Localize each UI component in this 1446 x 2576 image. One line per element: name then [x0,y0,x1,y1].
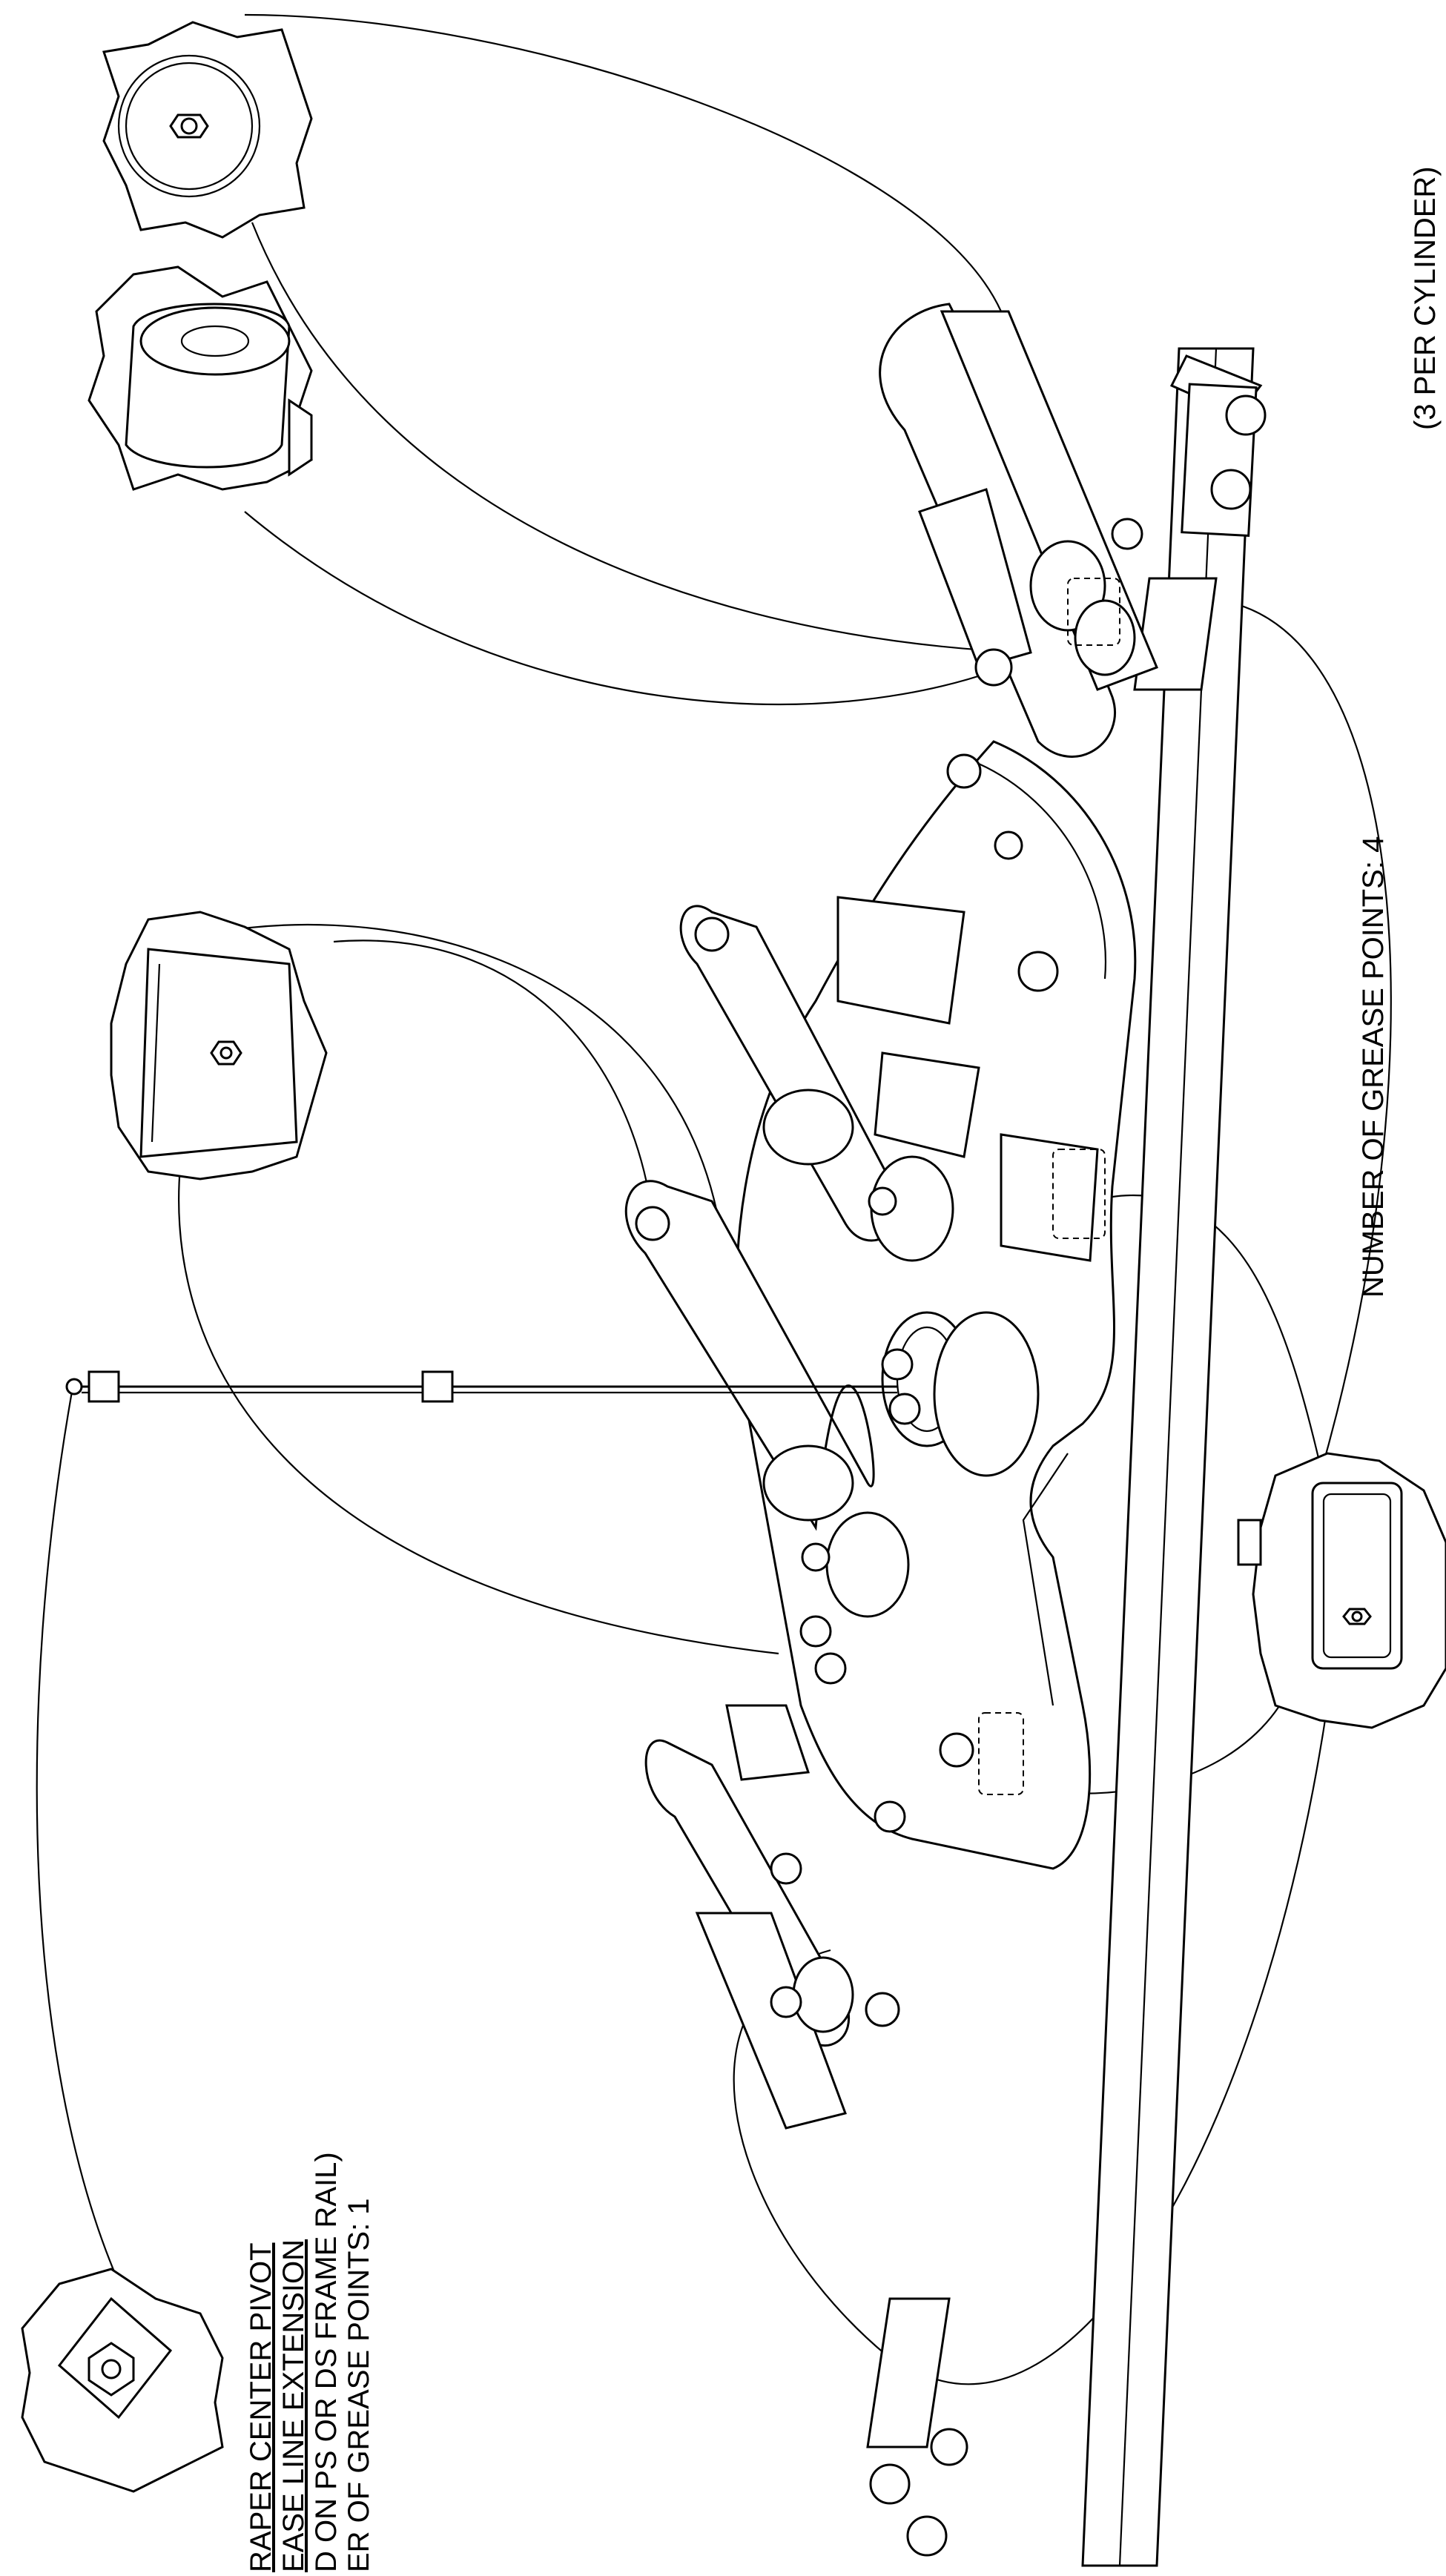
cylinder-barrel-detail [88,265,313,491]
callout-top-right-line2: (3 PER CYLINDER) [1409,166,1442,430]
callout-bottom-left: RAPER CENTER PIVOT EASE LINE EXTENSION D… [245,2127,393,2572]
grease-line-end-detail [21,2268,224,2493]
tube-zerk-detail [110,911,328,1180]
callout-bottom-left-line2: EASE LINE EXTENSION [277,2239,310,2572]
frame-rail [866,347,1267,2567]
upper-cylinder [879,303,1158,758]
lower-cylinder [644,1615,906,2130]
grease-line-extension [65,1370,897,1403]
middle-cylinders [624,896,1099,1618]
callout-bottom-left-line1: RAPER CENTER PIVOT [245,2242,277,2572]
center-pivot-hub [881,1311,1040,1477]
grease-point-markers [978,578,1120,1795]
callout-top-right-line1: NUMBER OF GREASE POINTS: 4 [1357,836,1390,1298]
callout-top-right-2: (3 PER CYLINDER) [1409,44,1446,430]
frame-rail-fitting-detail [1237,1452,1446,1729]
callout-bottom-left-line4: ER OF GREASE POINTS: 1 [343,2198,375,2572]
cylinder-end-zerk-detail [102,21,313,239]
callout-bottom-left-line3: D ON PS OR DS FRAME RAIL) [310,2152,343,2572]
